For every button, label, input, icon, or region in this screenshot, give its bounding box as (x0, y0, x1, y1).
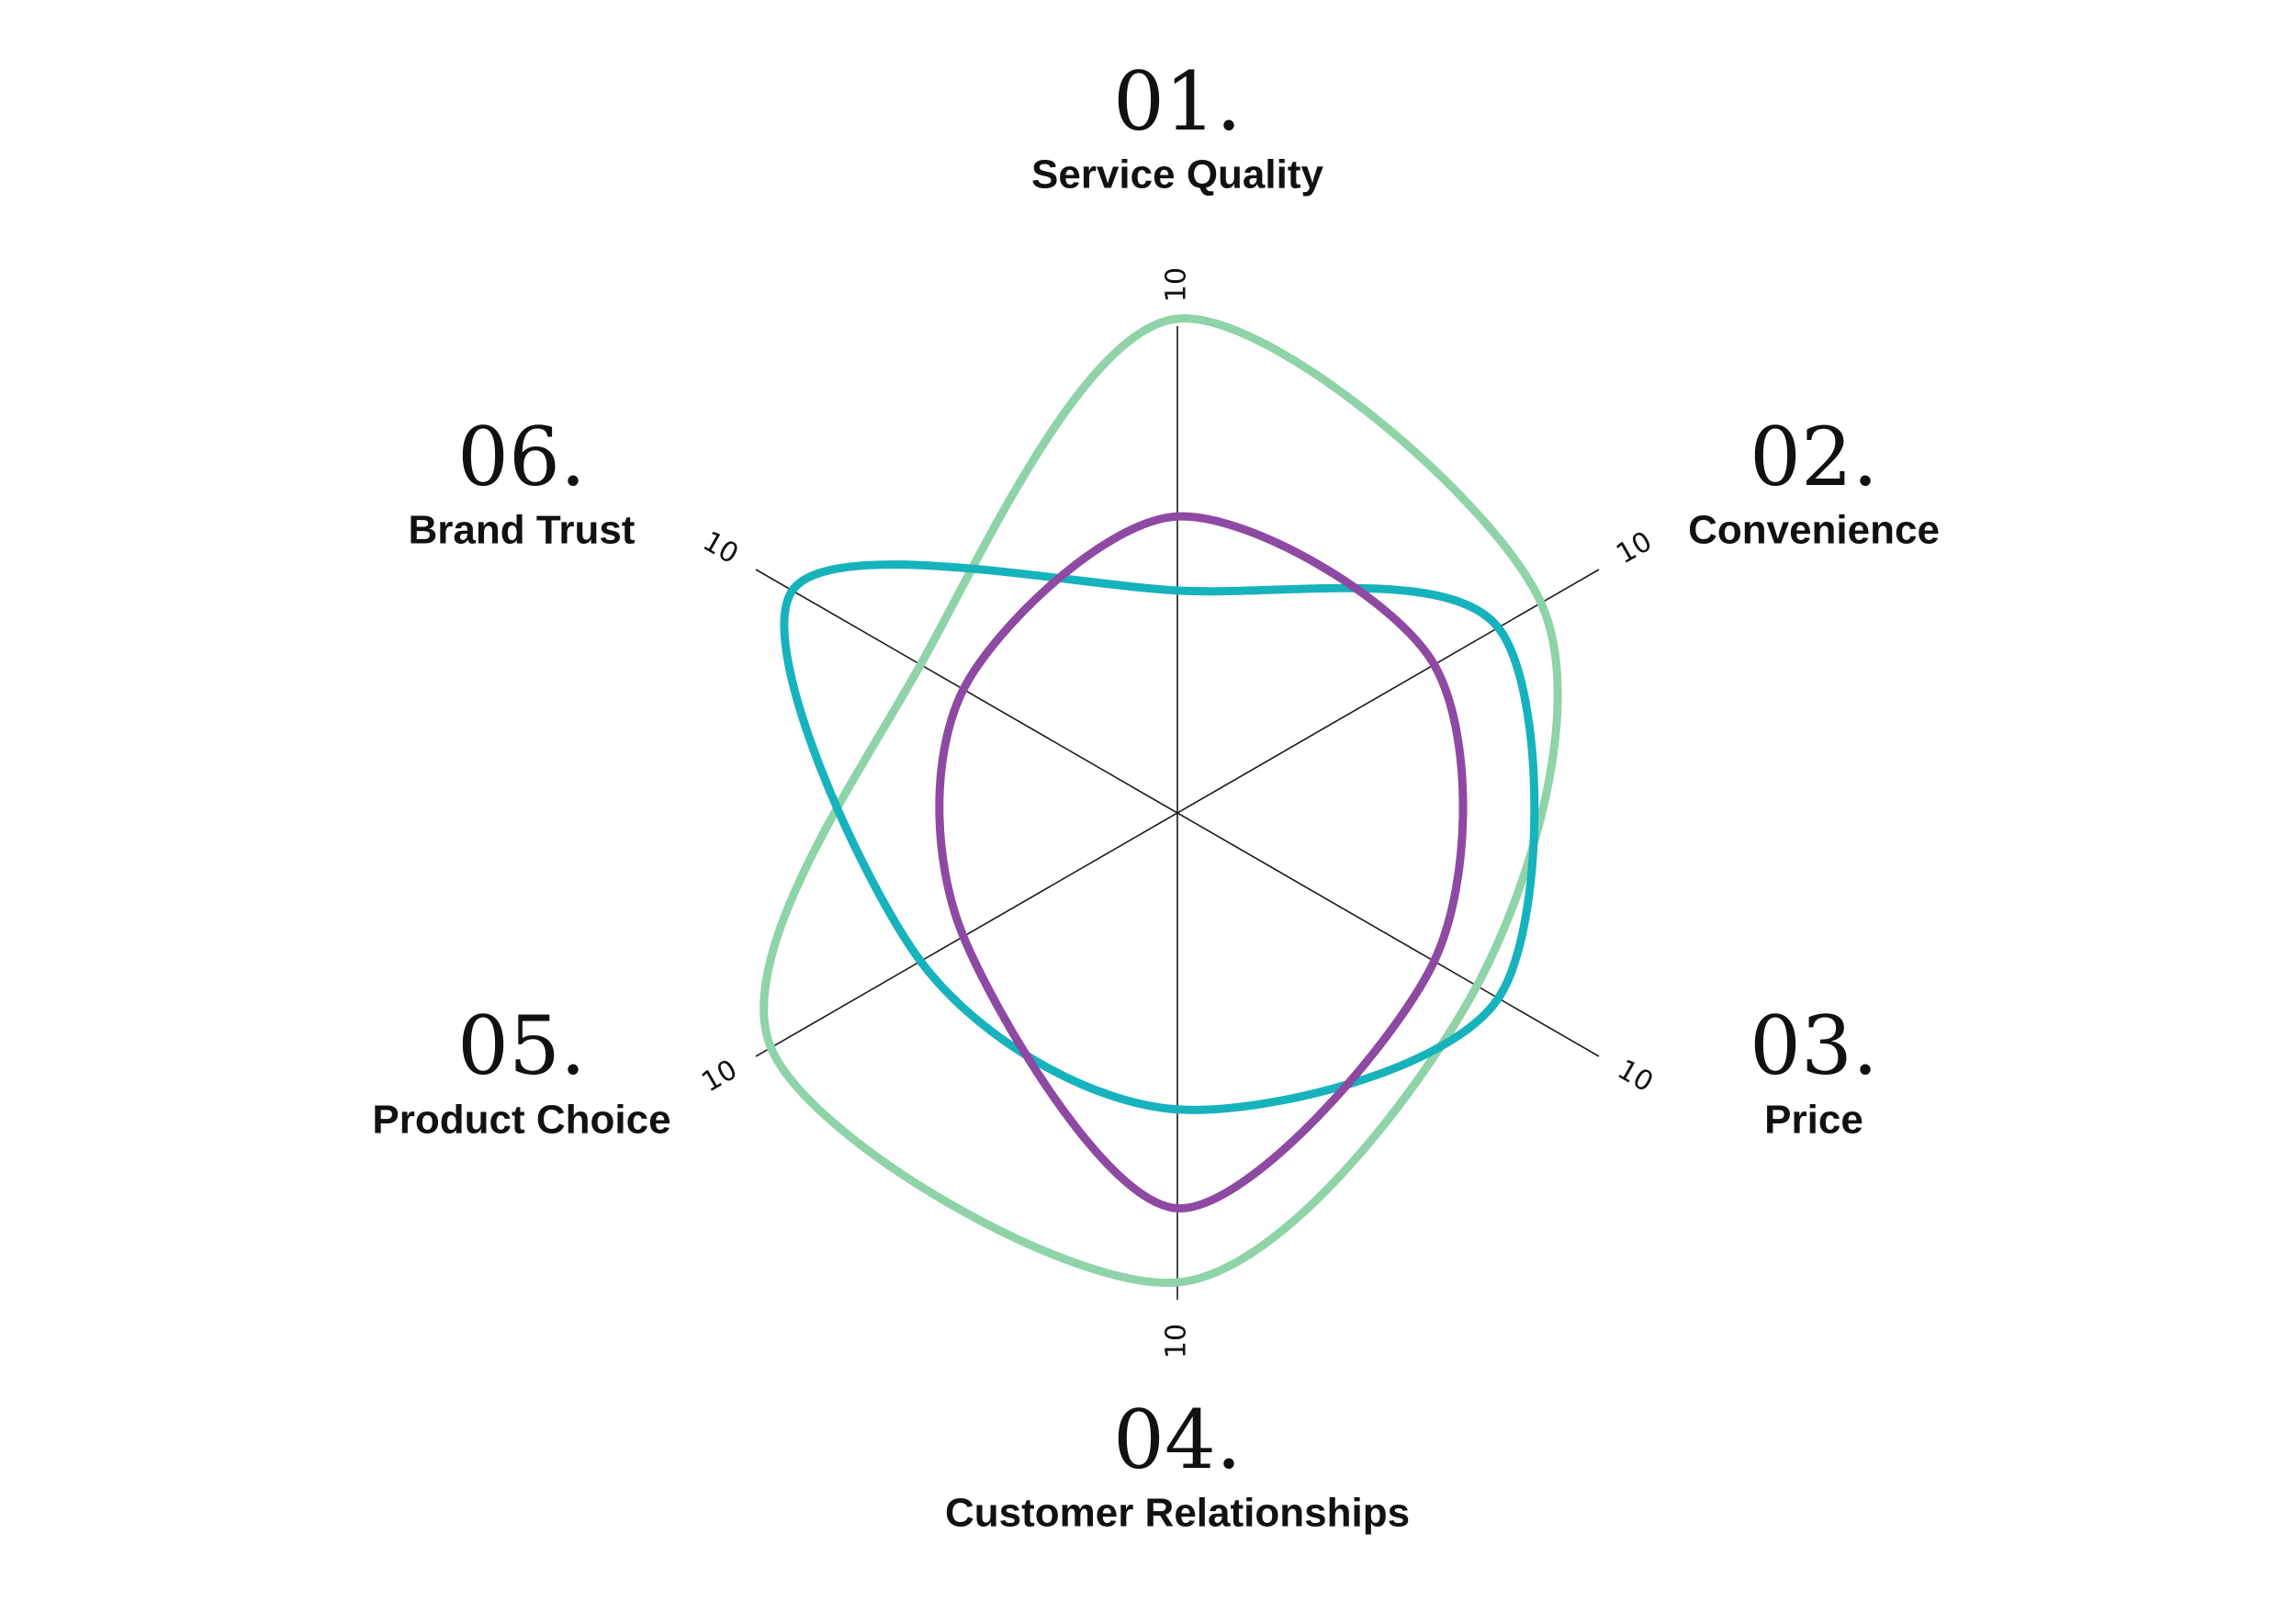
category-number: 04. (1113, 1393, 1242, 1487)
category-label: Price (1764, 1098, 1863, 1143)
series-layer (760, 314, 1562, 1287)
tick-label: 10 (697, 525, 744, 570)
category-label: Customer Relationships (945, 1491, 1410, 1536)
category-label: Convenience (1688, 508, 1940, 553)
category-number: 02. (1750, 410, 1878, 504)
series-line (935, 512, 1468, 1213)
tick-label: 10 (1612, 1054, 1659, 1099)
tick-label: 10 (1611, 525, 1658, 570)
category-label: Product Choice (372, 1098, 670, 1143)
axis-line (755, 569, 1600, 1057)
category-number: 01. (1113, 54, 1242, 149)
category-label: Brand Trust (409, 508, 636, 553)
category-label: Service Quality (1031, 152, 1323, 197)
series-line (760, 314, 1562, 1287)
labels-layer: 01.Service Quality 02.Convenience 03. Price… (372, 54, 1940, 1536)
tick-label: 10 (1161, 1324, 1193, 1359)
series-line (780, 560, 1539, 1114)
category-number: 03. (1750, 998, 1878, 1093)
category-number: 06. (457, 410, 586, 504)
tick-label: 10 (1161, 267, 1193, 302)
tick-label: 10 (696, 1054, 743, 1099)
category-number: 05. (457, 998, 586, 1093)
